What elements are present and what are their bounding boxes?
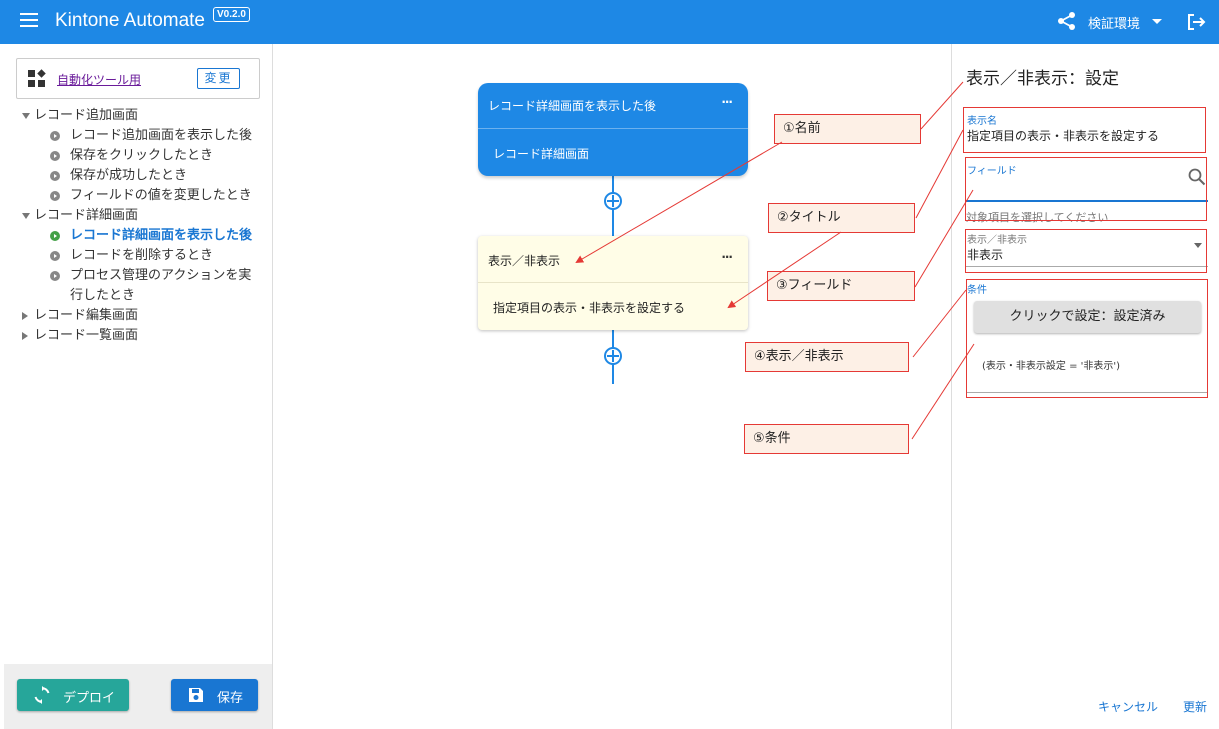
- update-button[interactable]: 更新: [1183, 700, 1208, 714]
- expand-icon: [22, 213, 30, 219]
- field-input-underline[interactable]: [966, 200, 1208, 202]
- annotation-title: ②タイトル: [768, 203, 915, 233]
- expand-icon: [22, 113, 30, 119]
- settings-panel: 表示／非表示：設定 表示名 指定項目の表示・非表示を設定する フィールド 対象項…: [951, 44, 1219, 729]
- tree-item[interactable]: フィールドの値を変更したとき: [20, 186, 255, 206]
- sync-icon: [34, 686, 50, 704]
- tree-group-label: レコード追加画面: [34, 108, 139, 123]
- annotation-condition: ⑤条件: [744, 424, 909, 454]
- app-header: Kintone Automate V0.2.0 検証環境: [0, 0, 1219, 44]
- app-title: Kintone Automate: [55, 10, 205, 31]
- tree-group-label: レコード編集画面: [34, 308, 139, 323]
- more-icon[interactable]: ···: [721, 95, 733, 109]
- tool-selector: 自動化ツール用 変更: [16, 58, 260, 99]
- divider: [478, 128, 748, 129]
- search-icon[interactable]: [1188, 168, 1206, 186]
- menu-icon[interactable]: [20, 13, 38, 27]
- trigger-card[interactable]: レコード詳細画面を表示した後 ··· レコード詳細画面: [478, 83, 748, 176]
- more-icon[interactable]: ···: [721, 250, 733, 264]
- tree-item-label: 保存が成功したとき: [70, 168, 188, 183]
- save-button[interactable]: 保存: [171, 679, 258, 711]
- tree-item[interactable]: プロセス管理のアクションを実行したとき: [20, 266, 255, 306]
- tree-item[interactable]: 保存をクリックしたとき: [20, 146, 255, 166]
- play-icon: [50, 231, 60, 241]
- tree-group-edit[interactable]: レコード編集画面: [20, 306, 270, 326]
- chevron-down-icon[interactable]: [1152, 19, 1162, 24]
- tool-link[interactable]: 自動化ツール用: [57, 73, 142, 87]
- highlight-field: [965, 157, 1207, 221]
- play-icon: [50, 191, 60, 201]
- play-icon: [50, 171, 60, 181]
- annotation-name: ①名前: [774, 114, 921, 144]
- tree-item-label: プロセス管理のアクションを実行したとき: [70, 268, 252, 303]
- tree-item[interactable]: レコード追加画面を表示した後: [20, 126, 255, 146]
- version-badge: V0.2.0: [213, 7, 250, 22]
- tree-group-label: レコード一覧画面: [34, 328, 139, 343]
- tree-group-label: レコード詳細画面: [34, 208, 139, 223]
- tree-item[interactable]: レコードを削除するとき: [20, 246, 255, 266]
- save-icon: [189, 688, 203, 702]
- condition-button[interactable]: クリックで設定：設定済み: [974, 301, 1201, 333]
- field-label: フィールド: [967, 166, 1017, 177]
- name-label: 表示名: [967, 116, 997, 127]
- environment-selector[interactable]: 検証環境: [1088, 17, 1141, 32]
- play-icon: [50, 151, 60, 161]
- event-tree: レコード追加画面 レコード追加画面を表示した後 保存をクリックしたとき 保存が成…: [20, 106, 270, 346]
- highlight-visibility: [965, 229, 1207, 273]
- change-button[interactable]: 変更: [197, 68, 240, 89]
- tree-item[interactable]: 保存が成功したとき: [20, 166, 255, 186]
- annotation-visibility: ④表示／非表示: [745, 342, 909, 372]
- trigger-card-title: レコード詳細画面を表示した後: [488, 99, 657, 113]
- annotation-field: ③フィールド: [767, 271, 915, 301]
- tree-group-detail[interactable]: レコード詳細画面: [20, 206, 270, 226]
- tree-group-list[interactable]: レコード一覧画面: [20, 326, 270, 346]
- panel-title: 表示／非表示：設定: [966, 69, 1119, 89]
- condition-underline: [966, 392, 1208, 393]
- collapse-icon: [22, 312, 28, 320]
- share-icon[interactable]: [1057, 11, 1077, 31]
- widgets-icon: [28, 69, 46, 87]
- action-card-title: 表示／非表示: [488, 254, 561, 268]
- action-card[interactable]: 表示／非表示 ··· 指定項目の表示・非表示を設定する: [478, 236, 748, 330]
- highlight-name: [963, 107, 1206, 153]
- tree-item-label: レコード追加画面を表示した後: [70, 128, 253, 143]
- add-step-icon[interactable]: [604, 347, 622, 365]
- tree-item-label: レコードを削除するとき: [70, 248, 214, 263]
- logout-icon[interactable]: [1186, 12, 1206, 32]
- tree-item-label: 保存をクリックしたとき: [70, 148, 214, 163]
- save-label: 保存: [217, 691, 244, 706]
- tree-group-add[interactable]: レコード追加画面: [20, 106, 270, 126]
- dropdown-caret-icon[interactable]: [1194, 243, 1202, 248]
- add-step-icon[interactable]: [604, 192, 622, 210]
- deploy-label: デプロイ: [63, 691, 116, 706]
- visibility-label: 表示／非表示: [967, 235, 1027, 246]
- highlight-condition: [966, 279, 1208, 398]
- collapse-icon: [22, 332, 28, 340]
- divider: [478, 282, 748, 283]
- sidebar-footer: デプロイ 保存: [4, 664, 272, 729]
- cancel-button[interactable]: キャンセル: [1098, 700, 1159, 714]
- play-icon: [50, 271, 60, 281]
- visibility-select[interactable]: 非表示: [967, 248, 1004, 262]
- tree-item-label: フィールドの値を変更したとき: [70, 188, 252, 203]
- deploy-button[interactable]: デプロイ: [17, 679, 129, 711]
- action-card-subtitle: 指定項目の表示・非表示を設定する: [493, 301, 686, 315]
- trigger-card-subtitle: レコード詳細画面: [493, 147, 590, 161]
- select-underline: [966, 266, 1208, 267]
- play-icon: [50, 131, 60, 141]
- condition-label: 条件: [967, 285, 987, 296]
- condition-text: (表示・非表示設定 = '非表示'): [982, 361, 1121, 372]
- tree-item-label: レコード詳細画面を表示した後: [70, 228, 253, 243]
- name-field[interactable]: 指定項目の表示・非表示を設定する: [967, 129, 1160, 143]
- play-icon: [50, 251, 60, 261]
- sidebar: 自動化ツール用 変更 レコード追加画面 レコード追加画面を表示した後 保存をクリ…: [0, 44, 273, 729]
- tree-item-active[interactable]: レコード詳細画面を表示した後: [20, 226, 255, 246]
